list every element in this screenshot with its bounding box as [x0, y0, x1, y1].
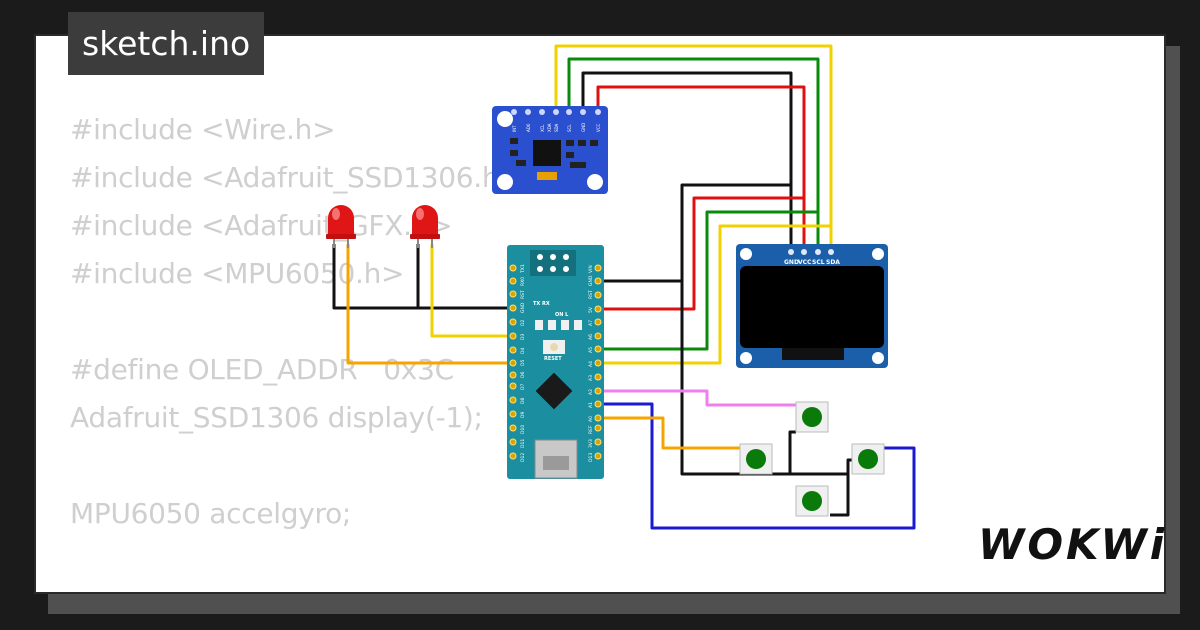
wire-led1-black	[332, 244, 513, 310]
nano-left-pin-label: D5	[520, 360, 526, 366]
mpu-pin-label: AD0	[526, 123, 531, 132]
file-tab[interactable]: sketch.ino	[68, 12, 265, 75]
nano-right-pin-label: A5	[588, 347, 594, 353]
nano-right-pin-label: A4	[588, 361, 594, 367]
nano-right-pin-label: A6	[588, 334, 594, 340]
nano-left-pin-label: RX0	[520, 277, 526, 286]
code-line: Adafruit_SSD1306 display(-1);	[70, 401, 483, 434]
nano-left-pin-label: D8	[520, 398, 526, 404]
code-line: #include <MPU6050.h>	[70, 257, 405, 290]
code-line: #include <Wire.h>	[70, 113, 336, 146]
nano-right-pin-label: GND	[588, 275, 594, 286]
wire-a2-pink	[599, 389, 796, 407]
oled-pin-gnd: GND	[784, 259, 799, 266]
code-line: #define OLED_ADDR 0x3C	[70, 353, 454, 386]
arduino-nano[interactable]: TX RX ON L RESET D12 D11 D10 D9 D8 D7	[507, 245, 604, 479]
mpu6050-module[interactable]: INT AD0 XCL XDA SDA SCL GND VCC	[492, 106, 608, 194]
wire-nano-a4-yellow	[599, 224, 833, 365]
mpu-pin-label: XDA	[547, 123, 552, 132]
oled-pin-vcc: VCC	[798, 259, 812, 266]
mpu-pin-label: GND	[581, 123, 586, 132]
nano-left-pin-label: D7	[520, 384, 526, 390]
code-line: MPU6050 accelgyro;	[70, 497, 352, 530]
nano-right-pin-label: VIN	[588, 265, 594, 273]
mpu-pin-label: VCC	[596, 123, 601, 132]
nano-left-pin-label: D2	[520, 320, 526, 326]
nano-right-pin-label: 3V3	[588, 439, 594, 448]
nano-left-pin-label: TX1	[520, 264, 526, 274]
wire-nano-5v-red	[599, 196, 806, 311]
push-button-2[interactable]	[739, 443, 773, 475]
oled-display[interactable]: GND VCC SCL SDA	[736, 244, 888, 368]
wire-led2-yellow	[430, 244, 513, 338]
nano-left-pin-label: D6	[520, 372, 526, 378]
code-preview: #include <Wire.h> #include <Adafruit_SSD1…	[70, 106, 523, 592]
nano-left-pin-label: D11	[520, 439, 526, 448]
nano-right-pin-label: RST	[588, 290, 594, 299]
code-line: #include <Adafruit_SSD1306.h>	[70, 161, 523, 194]
nano-left-pin-label: D4	[520, 348, 526, 354]
nano-right-pin-label: A2	[588, 389, 594, 395]
nano-right-pin-label: A7	[588, 320, 594, 326]
nano-left-pin-label: GND	[520, 302, 526, 313]
mpu-pin-label: SDA	[554, 123, 559, 132]
led-red-2[interactable]	[410, 205, 440, 248]
nano-right-pin-label: D13	[588, 453, 594, 462]
wire-mpu-sda-yellow	[554, 44, 833, 252]
nano-right-pin-label: 5V	[588, 306, 594, 313]
push-button-1[interactable]	[795, 401, 829, 433]
nano-right-pin-label: A1	[588, 402, 594, 408]
mpu-pin-label: SCL	[567, 124, 572, 132]
nano-left-pin-label: D10	[520, 425, 526, 434]
wokwi-logo: WOKWi	[978, 520, 1168, 569]
oled-pin-sda: SDA	[826, 259, 840, 266]
wires	[332, 44, 916, 530]
oled-pin-scl: SCL	[812, 259, 825, 266]
nano-left-pin-label: RST	[520, 290, 526, 299]
wire-nano-gnd-black	[599, 183, 793, 283]
mpu-pin-headers	[511, 109, 601, 115]
nano-right-pin-label: REF	[588, 425, 594, 434]
push-button-4[interactable]	[795, 485, 829, 517]
led-red-1[interactable]	[326, 205, 356, 248]
wire-mpu-vcc-red	[596, 85, 806, 252]
wire-mpu-scl-green	[567, 57, 820, 252]
nano-left-pin-label: D9	[520, 412, 526, 418]
wire-button-ground-black-3	[846, 458, 852, 474]
nano-left-pin-label: D3	[520, 334, 526, 340]
nano-txrx-label: TX RX	[533, 301, 550, 307]
nano-right-pin-label: A3	[588, 375, 594, 381]
nano-reset-label: RESET	[544, 356, 562, 362]
nano-left-pin-label: D12	[520, 453, 526, 462]
wire-a0-orange	[599, 416, 740, 450]
wire-button-ground-black-2	[790, 472, 850, 517]
nano-on-l-label: ON L	[555, 312, 569, 318]
wire-a1-blue	[599, 402, 916, 530]
wire-led1-orange	[346, 244, 513, 365]
push-button-3[interactable]	[851, 443, 885, 475]
wire-mpu-gnd-black	[581, 71, 793, 252]
mpu-pin-label: XCL	[540, 124, 545, 132]
nano-right-pin-label: A0	[588, 416, 594, 422]
mpu-pin-label: INT	[512, 125, 517, 132]
